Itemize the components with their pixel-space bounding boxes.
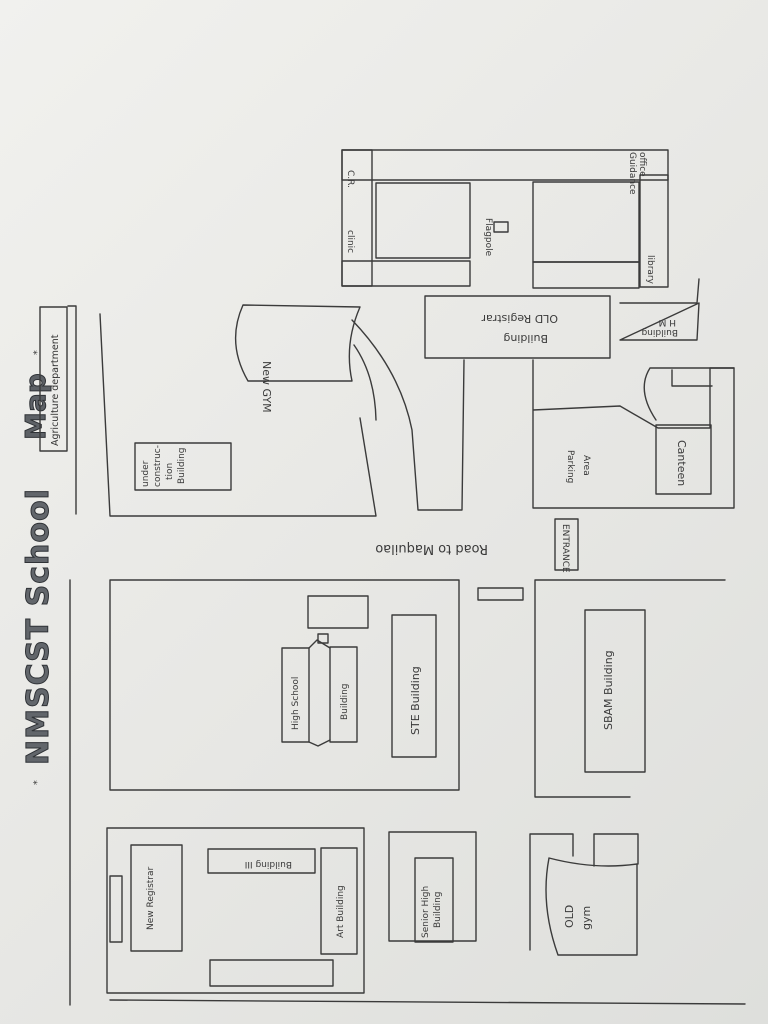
new-gym-building xyxy=(234,304,361,382)
cr-label: C.R. xyxy=(345,170,355,188)
boundary-line-bottom xyxy=(109,999,746,1005)
sbam-building xyxy=(584,609,646,773)
canteen-building xyxy=(655,424,712,495)
title-school: NMSCST School xyxy=(21,488,56,765)
new-registrar-building xyxy=(130,844,183,952)
map-title: * NMSCST School Map * Agriculture depart… xyxy=(19,306,68,785)
flagpole-label: Flagpole xyxy=(483,218,493,257)
curved-road xyxy=(351,319,465,511)
senior-high-building xyxy=(414,857,454,943)
art-building xyxy=(320,847,358,955)
small-building-top xyxy=(307,595,369,629)
art-building-label: Art Building xyxy=(336,885,346,938)
hm-driveway xyxy=(643,367,735,421)
department-label: Agriculture department xyxy=(50,334,61,446)
under-construction-boundary xyxy=(99,313,377,517)
old-gym-enclosure xyxy=(529,833,639,951)
road-marker xyxy=(477,587,524,601)
svg-text:Building: Building xyxy=(433,891,443,928)
building-label: Building xyxy=(340,683,350,720)
road-label: Road to Maquilao xyxy=(375,541,488,556)
high-school-label: High School xyxy=(291,677,301,730)
building-iii-label: Building III xyxy=(245,859,292,869)
hm-building-label: H M Building xyxy=(641,317,678,337)
parking-area xyxy=(532,359,735,509)
old-registrar-label: OLD Registrar Building xyxy=(481,312,558,345)
old-gym-building xyxy=(545,857,638,956)
svg-text:Guidance: Guidance xyxy=(627,152,637,195)
new-gym-label: New GYM xyxy=(260,361,273,413)
title-star: * xyxy=(32,780,43,785)
entrance-label: ENTRANCE xyxy=(560,524,570,573)
under-construction-building xyxy=(134,442,232,491)
side-structure-left xyxy=(109,875,123,943)
svg-text:OLD Registrar: OLD Registrar xyxy=(481,312,558,325)
cr-marker xyxy=(317,633,329,644)
svg-text:Building: Building xyxy=(177,447,187,484)
admin-complex xyxy=(341,149,669,289)
guidance-label: Guidance office xyxy=(627,152,647,195)
department-label-box xyxy=(39,306,68,452)
ste-label: STE Building xyxy=(409,666,422,735)
sbam-block xyxy=(534,579,726,798)
svg-text:Building: Building xyxy=(641,327,678,337)
senior-high-label: Senior High Building xyxy=(421,886,443,938)
high-school-building-annex xyxy=(329,646,358,743)
old-gym-label: OLD gym xyxy=(563,905,593,930)
curved-road-inner xyxy=(353,344,377,421)
library-label: library xyxy=(645,255,655,285)
svg-text:Area: Area xyxy=(581,455,591,476)
svg-text:OLD: OLD xyxy=(563,905,576,928)
ste-building xyxy=(391,614,437,758)
high-school-connector xyxy=(308,639,331,747)
svg-text:construc-: construc- xyxy=(153,445,163,487)
central-campus-block xyxy=(109,579,460,791)
svg-text:office: office xyxy=(637,152,647,177)
sbam-label: SBAM Building xyxy=(602,650,615,730)
svg-text:tion: tion xyxy=(165,463,175,480)
flagpole-marker xyxy=(493,221,509,233)
canteen-label: Canteen xyxy=(675,440,688,486)
boundary-line-left xyxy=(67,305,77,1006)
old-registrar-building xyxy=(424,295,611,359)
svg-text:gym: gym xyxy=(580,906,593,930)
svg-text:under: under xyxy=(141,460,151,487)
svg-text:Parking: Parking xyxy=(565,450,575,483)
title-map-star: * xyxy=(32,350,43,355)
new-registrar-label: New Registrar xyxy=(146,866,156,930)
title-map: Map xyxy=(19,373,52,440)
bottom-structure xyxy=(209,959,334,987)
under-construction-label: under construc- tion Building xyxy=(141,445,187,487)
senior-high-block xyxy=(388,831,477,942)
parking-label: Parking Area xyxy=(565,450,591,483)
svg-text:Building: Building xyxy=(503,332,548,345)
high-school-building xyxy=(281,647,310,743)
hm-building xyxy=(619,278,700,341)
svg-text:Senior High: Senior High xyxy=(421,886,431,938)
south-campus-block xyxy=(106,827,365,994)
clinic-label: clinic xyxy=(345,230,355,253)
entrance-gate[interactable] xyxy=(554,518,579,571)
building-iii xyxy=(207,848,316,874)
svg-text:H M: H M xyxy=(659,317,676,327)
